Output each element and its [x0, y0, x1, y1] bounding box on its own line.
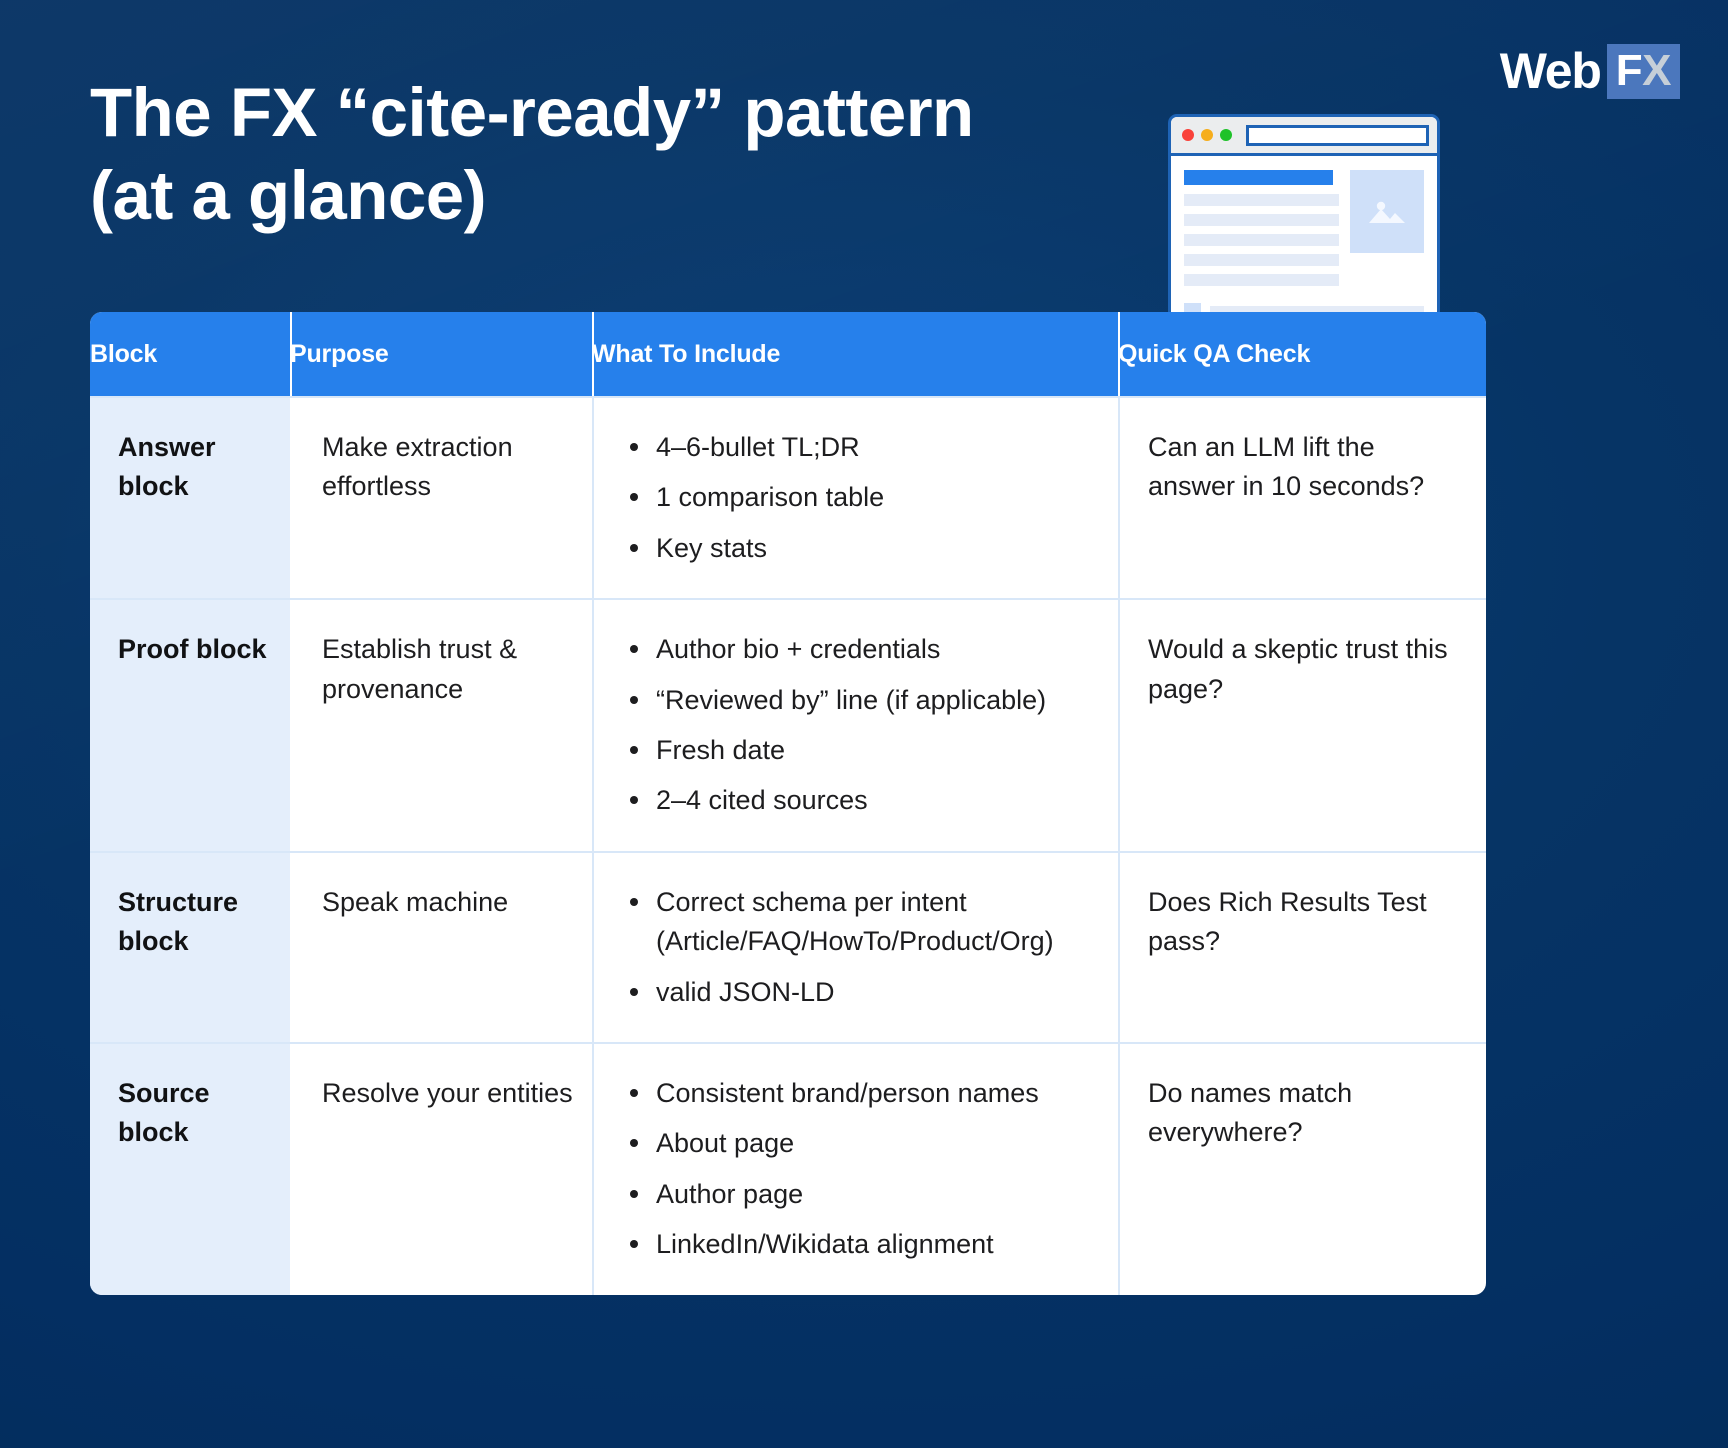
column-header-what-to-include: What To Include [592, 312, 1118, 396]
browser-skeleton-line [1184, 194, 1339, 206]
browser-row-bar [1210, 306, 1424, 317]
list-item: “Reviewed by” line (if applicable) [624, 681, 1100, 720]
browser-skeleton-line [1184, 234, 1339, 246]
browser-skeleton-line [1184, 214, 1339, 226]
list-item: About page [624, 1124, 1100, 1163]
page-title-line-1: The FX “cite-ready” pattern [90, 74, 974, 151]
include-bullet-list: Author bio + credentials “Reviewed by” l… [624, 630, 1100, 821]
traffic-light-green-icon [1220, 129, 1232, 141]
include-bullet-list: 4–6-bullet TL;DR 1 comparison table Key … [624, 428, 1100, 568]
browser-text-column [1184, 170, 1339, 294]
list-item: Fresh date [624, 731, 1100, 770]
cell-what-to-include: Author bio + credentials “Reviewed by” l… [592, 600, 1118, 851]
browser-skeleton-line [1184, 254, 1339, 266]
include-bullet-list: Correct schema per intent (Article/FAQ/H… [624, 883, 1100, 1012]
browser-skeleton-line [1184, 274, 1339, 286]
browser-titlebar [1171, 117, 1437, 156]
browser-heading-bar [1184, 170, 1333, 185]
cell-purpose: Resolve your entities [322, 1078, 573, 1109]
browser-window-illustration [1168, 114, 1440, 324]
column-header-quick-qa-check: Quick QA Check [1118, 312, 1486, 396]
logo-fx-badge: F X [1606, 43, 1680, 99]
cite-ready-pattern-table: Block Purpose What To Include Quick QA C… [90, 312, 1486, 1295]
cell-what-to-include: Correct schema per intent (Article/FAQ/H… [592, 853, 1118, 1042]
cell-quick-qa-check: Does Rich Results Test pass? [1118, 853, 1486, 1042]
table-row: Source block Resolve your entities Consi… [90, 1042, 1486, 1295]
logo-letter-f: F [1615, 45, 1643, 95]
list-item: LinkedIn/Wikidata alignment [624, 1225, 1100, 1264]
list-item: 2–4 cited sources [624, 781, 1100, 820]
cell-quick-qa-check: Can an LLM lift the answer in 10 seconds… [1118, 398, 1486, 598]
cell-quick-qa-check: Do names match everywhere? [1118, 1044, 1486, 1295]
column-header-purpose: Purpose [290, 312, 592, 396]
browser-url-bar [1246, 124, 1429, 146]
list-item: Key stats [624, 529, 1100, 568]
list-item: valid JSON-LD [624, 973, 1100, 1012]
column-header-block: Block [90, 340, 158, 368]
page-title: The FX “cite-ready” pattern (at a glance… [90, 72, 1130, 238]
cell-purpose: Make extraction effortless [322, 432, 513, 502]
cell-purpose: Establish trust & provenance [322, 634, 518, 704]
table-header-row: Block Purpose What To Include Quick QA C… [90, 312, 1486, 396]
list-item: Author page [624, 1175, 1100, 1214]
cell-purpose: Speak machine [322, 886, 509, 917]
table-row: Structure block Speak machine Correct sc… [90, 850, 1486, 1043]
list-item: 1 comparison table [624, 478, 1100, 517]
traffic-light-red-icon [1182, 129, 1194, 141]
logo-wordmark-web: Web [1499, 43, 1602, 99]
image-placeholder-icon [1350, 170, 1424, 253]
cell-quick-qa-check: Would a skeptic trust this page? [1118, 600, 1486, 851]
list-item: 4–6-bullet TL;DR [624, 428, 1100, 467]
browser-content-area [1171, 156, 1437, 294]
list-item: Author bio + credentials [624, 630, 1100, 669]
page-title-line-2: (at a glance) [90, 156, 487, 234]
cell-what-to-include: 4–6-bullet TL;DR 1 comparison table Key … [592, 398, 1118, 598]
cell-block: Source block [90, 1044, 290, 1295]
list-item: Consistent brand/person names [624, 1074, 1100, 1113]
logo-letter-x: X [1642, 45, 1671, 95]
list-item: Correct schema per intent (Article/FAQ/H… [624, 883, 1100, 962]
traffic-light-yellow-icon [1201, 129, 1213, 141]
cell-block: Proof block [90, 600, 290, 851]
table-row: Answer block Make extraction effortless … [90, 396, 1486, 599]
webfx-logo: Web F X [1500, 42, 1680, 100]
cell-block: Structure block [90, 852, 290, 1043]
table-row: Proof block Establish trust & provenance… [90, 598, 1486, 851]
cell-block: Answer block [90, 398, 290, 599]
include-bullet-list: Consistent brand/person names About page… [624, 1074, 1100, 1265]
cell-what-to-include: Consistent brand/person names About page… [592, 1044, 1118, 1295]
